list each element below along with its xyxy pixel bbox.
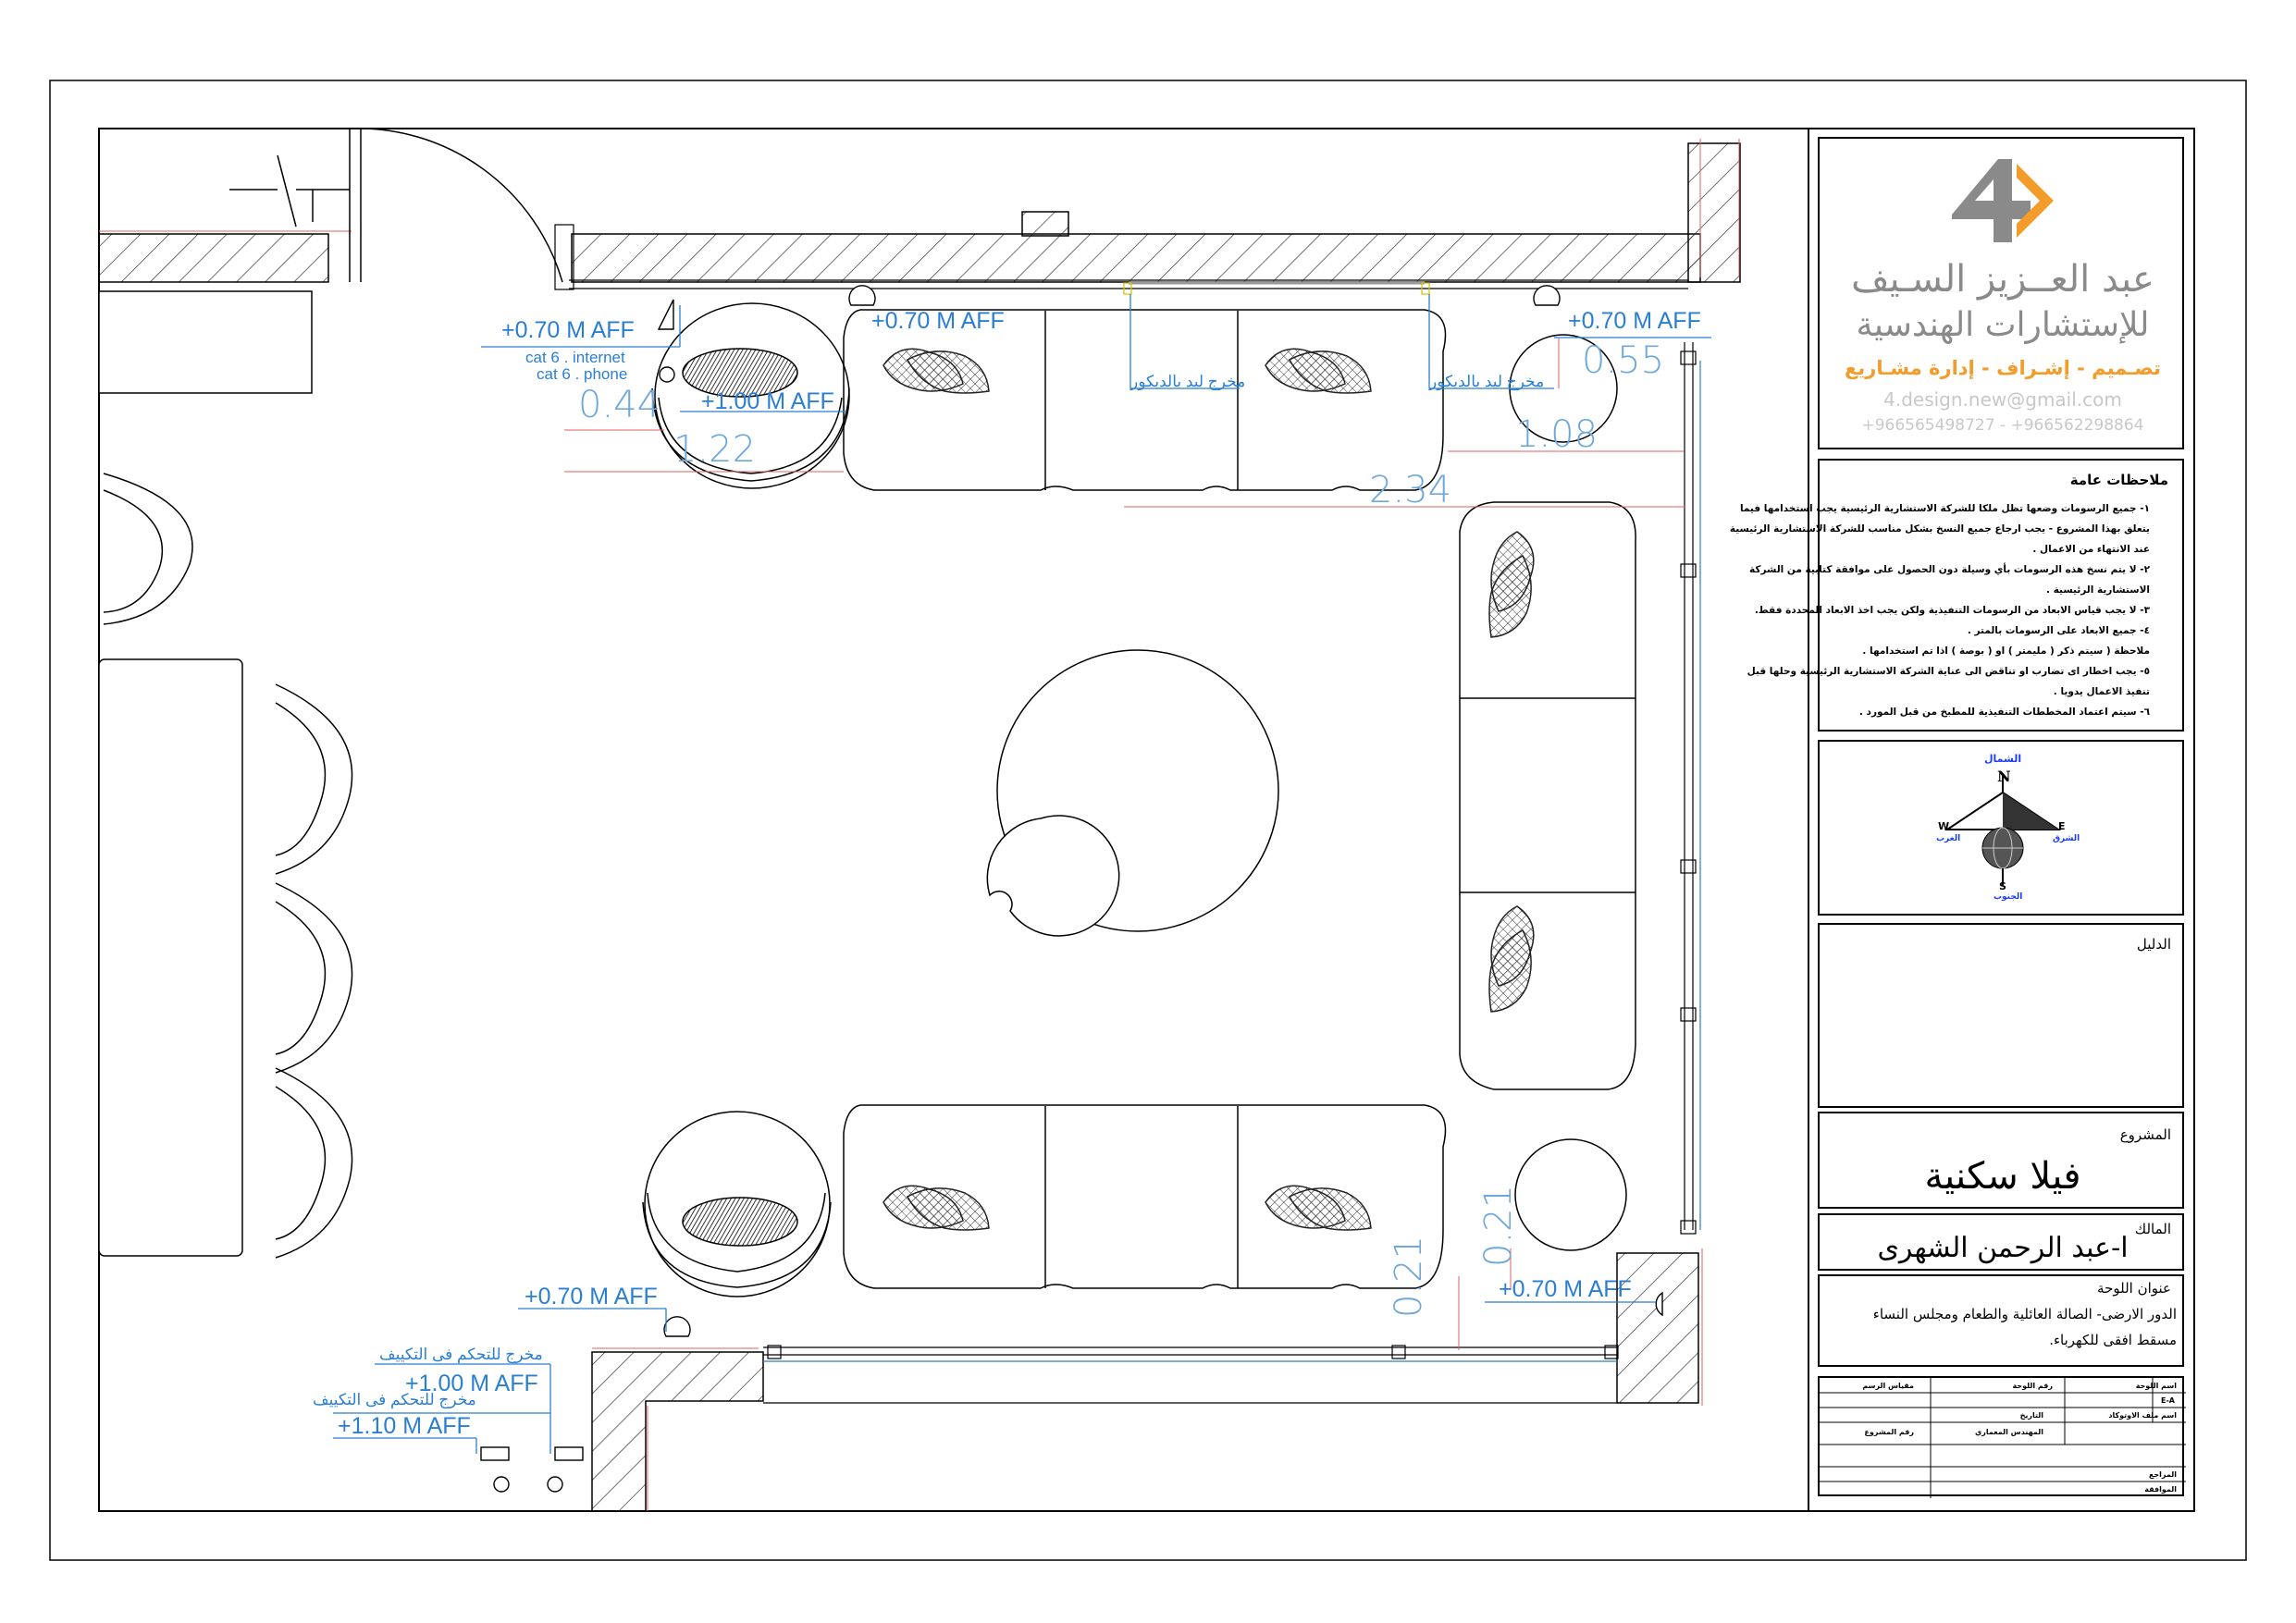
legend-panel: الدليل [1818, 923, 2184, 1108]
compass-south-ar: الجنوب [1994, 892, 2023, 902]
dimension-055: 0.55 [1582, 339, 1665, 382]
company-phones: +966565498727 - +966562298864 [1861, 416, 2144, 435]
sofa-right [1459, 501, 1636, 1090]
outer-border [49, 80, 2247, 1561]
north-arrow-icon [1944, 774, 2062, 885]
owner-label: المالك [2134, 1221, 2171, 1237]
led-outlet-label-1: مخرج ليد بالديكور [1130, 373, 1246, 390]
ac-outlet-label-1: مخرج للتحكم فى التكييف [379, 1346, 543, 1363]
ac-outlet-label-2: مخرج للتحكم فى التكييف [313, 1391, 476, 1408]
compass-n: N [1997, 768, 2011, 785]
company-logo-icon [1952, 159, 2054, 242]
dimension-021-a: 0.21 [1388, 1235, 1430, 1318]
sheet-title-label: عنوان اللوحة [2097, 1280, 2171, 1297]
table-sheet-name-value: E-A [2161, 1396, 2175, 1405]
note-line: ٦- سيتم اعتماد المخططات التنفيذية للمطبخ… [1858, 707, 2150, 718]
project-label: المشروع [2119, 1126, 2171, 1143]
owner-name: ا-عبد الرحمن الشهرى [1877, 1232, 2129, 1264]
outlet-symbols [480, 285, 1663, 1493]
general-notes-title: ملاحظات عامة [2069, 472, 2168, 488]
dimension-122: 1.22 [673, 428, 757, 471]
aff-070-top-label: +0.70 M AFF [871, 308, 1005, 334]
info-table-grid [1820, 1378, 2186, 1498]
table-scale-label: مقياس الرسم [1862, 1382, 1914, 1390]
coffee-tables [986, 334, 1627, 1251]
note-line: الاستشارية الرئيسية . [2046, 584, 2150, 596]
aff-100-chair-label: +1.00 M AFF [701, 388, 834, 414]
round-chair-top [651, 302, 850, 489]
note-line: ٢- لا يتم نسخ هذه الرسومات بأي وسيلة دون… [1749, 564, 2150, 575]
cat6-internet-label: cat 6 . internet [525, 349, 625, 366]
table-sheet-number-label: رقم اللوحة [2012, 1382, 2053, 1390]
dimension-lines [564, 338, 1685, 1350]
door-top-left [98, 128, 563, 394]
project-name: فيلا سكنية [1924, 1155, 2081, 1198]
general-notes-panel: ملاحظات عامة ١- جميع الرسومات وضعها تظل … [1730, 459, 2184, 732]
project-panel: المشروع فيلا سكنية [1818, 1112, 2184, 1209]
title-block: عبد العــزيز السـيف للإستشارات الهندسية … [1730, 137, 2186, 1504]
round-chair-bottom [642, 1111, 832, 1297]
table-approval-label: الموافقة [2144, 1485, 2177, 1494]
note-line: عند الانتهاء من الاعمال . [2032, 544, 2150, 555]
annotation-leaders [333, 294, 1711, 1454]
aff-070-left-label: +0.70 M AFF [501, 317, 635, 343]
sofa-bottom [843, 1104, 1447, 1289]
dimension-021-b: 0.21 [1477, 1184, 1520, 1267]
table-date-label: التاريخ [2019, 1411, 2043, 1420]
window-bottom [763, 1345, 1619, 1404]
sheet-title-line-2: مسقط افقى للكهرباء. [2049, 1332, 2177, 1348]
compass-s: S [1999, 880, 2006, 892]
curtain-track-top [554, 224, 1688, 295]
table-project-number-label: رقم المشروع [1864, 1428, 1914, 1436]
dimension-044: 0.44 [578, 384, 661, 426]
note-line: تنفيذ الاعمال يدويا . [2053, 686, 2150, 697]
company-email: 4.design.new@gmail.com [1883, 388, 2122, 411]
aff-110-bottom-label: +1.10 M AFF [338, 1413, 471, 1439]
sheet-title-panel: عنوان اللوحة الدور الارضى- الصالة العائل… [1818, 1274, 2184, 1367]
dining-set [98, 473, 353, 1259]
note-line: يتعلق بهذا المشروع - يجب ارجاع جميع النس… [1729, 523, 2150, 535]
info-table: مقياس الرسم رقم اللوحة اسم اللوحة E-A اس… [1818, 1376, 2186, 1498]
aff-070-bottom-left-label: +0.70 M AFF [525, 1284, 658, 1309]
sofa-top [843, 309, 1447, 491]
company-name-line-2: للإستشارات الهندسية [1856, 306, 2150, 344]
owner-panel: المالك ا-عبد الرحمن الشهرى [1818, 1213, 2184, 1271]
dimension-108: 1.08 [1515, 413, 1599, 456]
compass-w: W [1938, 820, 1950, 832]
aff-070-right-label: +0.70 M AFF [1568, 308, 1701, 334]
note-line: ملاحظة ( سيتم ذكر ( مليمتر ) او ( بوصة )… [1862, 646, 2150, 657]
cat6-phone-label: cat 6 . phone [537, 365, 628, 383]
table-sheet-name-label: اسم اللوحة [2135, 1382, 2177, 1390]
aff-100-bottom-label: +1.00 M AFF [405, 1371, 538, 1396]
walls [98, 139, 1741, 1512]
table-architect-label: المهندس المعماري [1974, 1428, 2043, 1436]
company-name-line-1: عبد العــزيز السـيف [1851, 258, 2154, 301]
note-line: ٣- لا يجب قياس الابعاد من الرسومات التنف… [1754, 605, 2150, 616]
legend-label: الدليل [2136, 936, 2171, 953]
compass-panel: الشمال N W الغرب E الشرق S الجنوب [1818, 740, 2184, 916]
compass-north-ar: الشمال [1984, 753, 2022, 765]
compass-west-ar: الغرب [1936, 834, 1961, 843]
led-outlet-label-2: مخرج ليد بالديكور [1429, 373, 1545, 390]
table-cad-file-label: اسم ملف الاوتوكاد [2108, 1411, 2177, 1420]
compass-e: E [2058, 820, 2066, 832]
company-services: تصـميم - إشـراف - إدارة مشـاريع [1845, 357, 2161, 379]
logo-panel: عبد العــزيز السـيف للإستشارات الهندسية … [1818, 137, 2184, 449]
note-line: ٤- جميع الابعاد على الرسومات بالمتر . [1967, 625, 2150, 636]
note-line: ١- جميع الرسومات وضعها تظل ملكا للشركة ا… [1739, 503, 2150, 514]
sheet-title-line-1: الدور الارضى- الصالة العائلية والطعام وم… [1872, 1306, 2177, 1322]
window-right [1680, 342, 1701, 1235]
table-reviewer-label: المراجع [2148, 1470, 2177, 1479]
note-line: ٥- يجب اخطار اى تضارب او تناقض الى عناية… [1747, 666, 2150, 677]
aff-070-bottom-right-label: +0.70 M AFF [1499, 1276, 1632, 1302]
dimension-234: 2.34 [1369, 469, 1452, 511]
compass-east-ar: الشرق [2053, 834, 2080, 843]
